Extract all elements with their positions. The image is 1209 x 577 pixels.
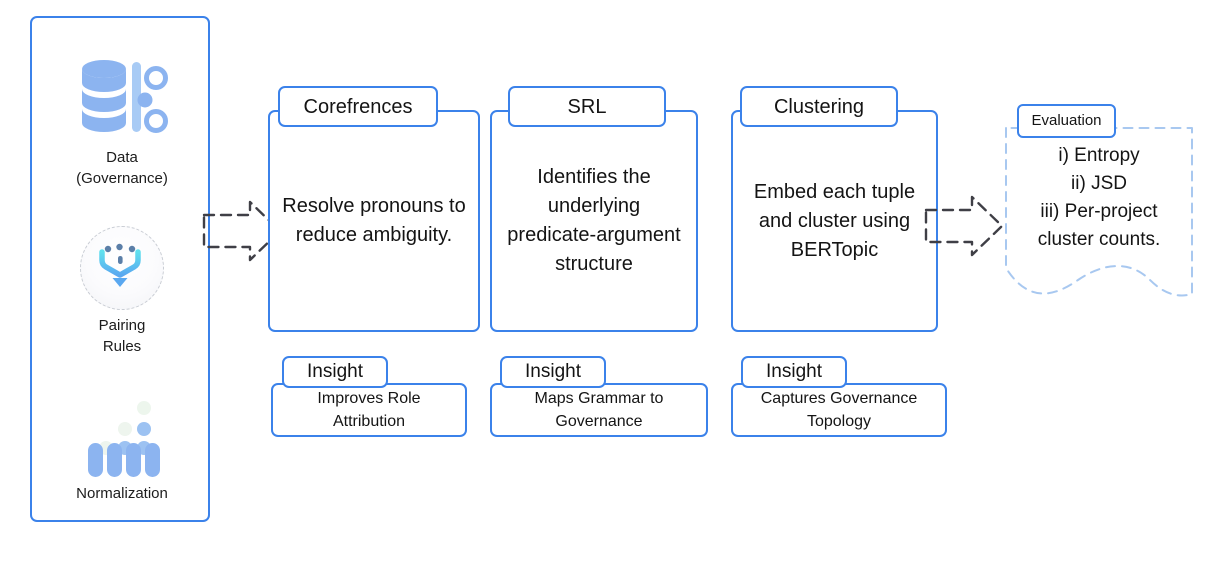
insight-tab-text: Insight [307,361,363,382]
arrow-inputs-to-corefrences [202,200,282,262]
input-item-pairing-rules[interactable]: Pairing Rules [32,226,212,357]
stage-body-srl[interactable]: Identifies the underlying predicate-argu… [490,110,698,332]
stage-tab-text: SRL [567,95,607,118]
insight-tab-clustering[interactable]: Insight [741,356,847,388]
database-governance-icon [74,56,170,142]
evaluation-tab-text: Evaluation [1031,112,1102,129]
input-item-normalization[interactable]: Normalization [32,396,212,504]
insight-body-corefrences[interactable]: Improves Role Attribution [271,383,467,437]
inputs-panel: Data (Governance) [30,16,210,522]
stage-tab-text: Clustering [773,95,865,118]
insight-tab-corefrences[interactable]: Insight [282,356,388,388]
insight-body-text: Maps Grammar to Governance [534,390,664,430]
stage-tab-corefrences[interactable]: Corefrences [278,86,438,127]
insight-body-clustering[interactable]: Captures Governance Topology [731,383,947,437]
input-item-data[interactable]: Data (Governance) [32,56,212,189]
insight-body-text: Improves Role Attribution [317,390,421,430]
stage-body-text: Resolve pronouns to reduce ambiguity. [282,195,466,246]
insight-tab-text: Insight [766,361,822,382]
stage-tab-srl[interactable]: SRL [508,86,666,127]
stage-tab-clustering[interactable]: Clustering [740,86,898,127]
evaluation-items-text: i) Entropy ii) JSD iii) Per-project clus… [1037,145,1161,250]
insight-tab-text: Insight [525,361,581,382]
stage-body-corefrences[interactable]: Resolve pronouns to reduce ambiguity. [268,110,480,332]
input-item-label: Pairing Rules [98,317,146,355]
evaluation-panel[interactable]: Evaluation i) Entropy ii) JSD iii) Per-p… [1000,98,1200,318]
insight-body-text: Captures Governance Topology [760,390,918,430]
stage-body-text: Identifies the underlying predicate-argu… [507,166,681,275]
normalization-bars-icon [74,396,170,478]
stage-tab-text: Corefrences [303,95,413,118]
insight-tab-srl[interactable]: Insight [500,356,606,388]
input-item-label: Normalization [76,485,168,502]
evaluation-tab[interactable]: Evaluation [1017,104,1116,138]
stage-body-text: Embed each tuple and cluster using BERTo… [753,180,916,261]
pairing-rules-merge-icon [80,226,164,310]
input-item-label: Data (Governance) [76,149,168,187]
arrow-clustering-to-evaluation [924,195,1004,257]
insight-body-srl[interactable]: Maps Grammar to Governance [490,383,708,437]
evaluation-torn-border [1005,127,1193,297]
stage-body-clustering[interactable]: Embed each tuple and cluster using BERTo… [731,110,938,332]
